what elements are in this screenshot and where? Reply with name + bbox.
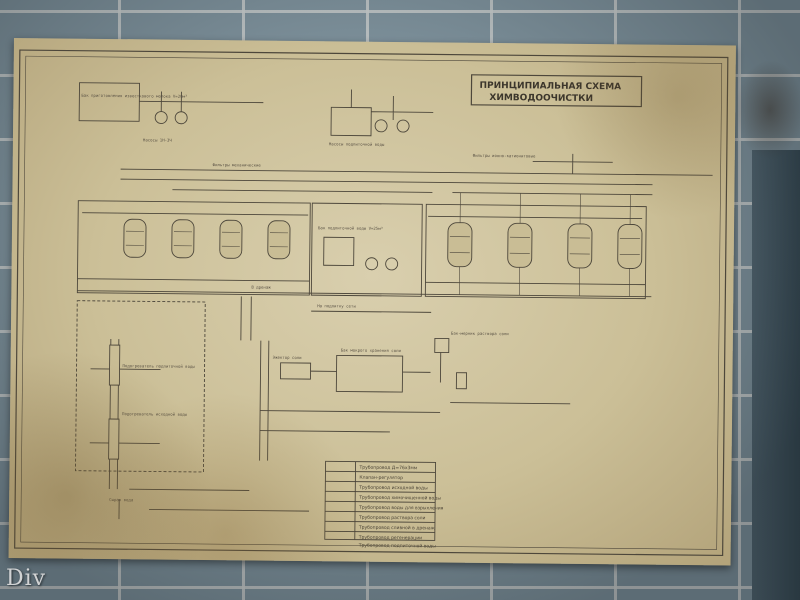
label-salt-tank: Бак мокрого хранения соли (341, 347, 402, 353)
label-raw-water: Сырая вода (109, 497, 134, 502)
legend-table: Трубопровод Д=76x3мм Клапан-регулятор Тр… (358, 465, 444, 550)
wall-stain (735, 60, 800, 160)
label-makeup-tank: Бак подпиточной воды V=25м³ (318, 225, 383, 231)
label-ion-filters: Фильтры ионно-катионитовые (473, 153, 536, 159)
legend-item: Трубопровод химочищенной воды (358, 494, 441, 502)
label-ejector: Эжектор соли (273, 355, 303, 360)
watermark: Div (6, 566, 47, 591)
label-heater-1: Подогреватель подпиточной воды (123, 363, 196, 369)
legend-item: Трубопровод регенерации (358, 535, 422, 542)
title-line-1: ПРИНЦИПИАЛЬНАЯ СХЕМА (479, 81, 621, 92)
water-treatment-diagram: ПРИНЦИПИАЛЬНАЯ СХЕМА ХИМВОДООЧИСТКИ Бак … (14, 49, 729, 557)
title-line-2: ХИМВОДООЧИСТКИ (489, 93, 593, 104)
legend-item: Трубопровод Д=76x3мм (358, 465, 417, 472)
wall-shadow-patch (752, 150, 800, 600)
legend-item: Трубопровод раствора соли (358, 515, 426, 522)
heaters (108, 344, 121, 460)
label-mech-filters: Фильтры механические (213, 162, 262, 168)
ion-exchange-filters-group (447, 222, 643, 269)
schematic-poster: ПРИНЦИПИАЛЬНАЯ СХЕМА ХИМВОДООЧИСТКИ Бак … (8, 38, 736, 566)
legend-item: Трубопровод исходной воды (358, 484, 428, 492)
label-salt-measure: Бак-мерник раствора соли (451, 331, 509, 337)
legend-item: Трубопровод воды для взрыхления (358, 505, 444, 512)
label-to-network: На подпитку сети (317, 303, 356, 308)
legend-item: Клапан-регулятор (359, 475, 403, 481)
label-pumps: Насосы 1Н-3Ч (143, 137, 173, 142)
label-makeup-pumps: Насосы подпиточной воды (329, 141, 385, 147)
label-lime-tank: Бак приготовления известкового молока V=… (81, 93, 187, 99)
legend-item: Трубопровод подпиточной воды (358, 542, 437, 550)
label-to-drain: В дренаж (251, 284, 271, 289)
legend-item: Трубопровод сливной в дренаж (358, 524, 435, 532)
mechanical-filters-group (123, 218, 291, 260)
poster-title: ПРИНЦИПИАЛЬНАЯ СХЕМА ХИМВОДООЧИСТКИ (479, 81, 621, 104)
label-heater-2: Подогреватель исходной воды (122, 411, 188, 417)
